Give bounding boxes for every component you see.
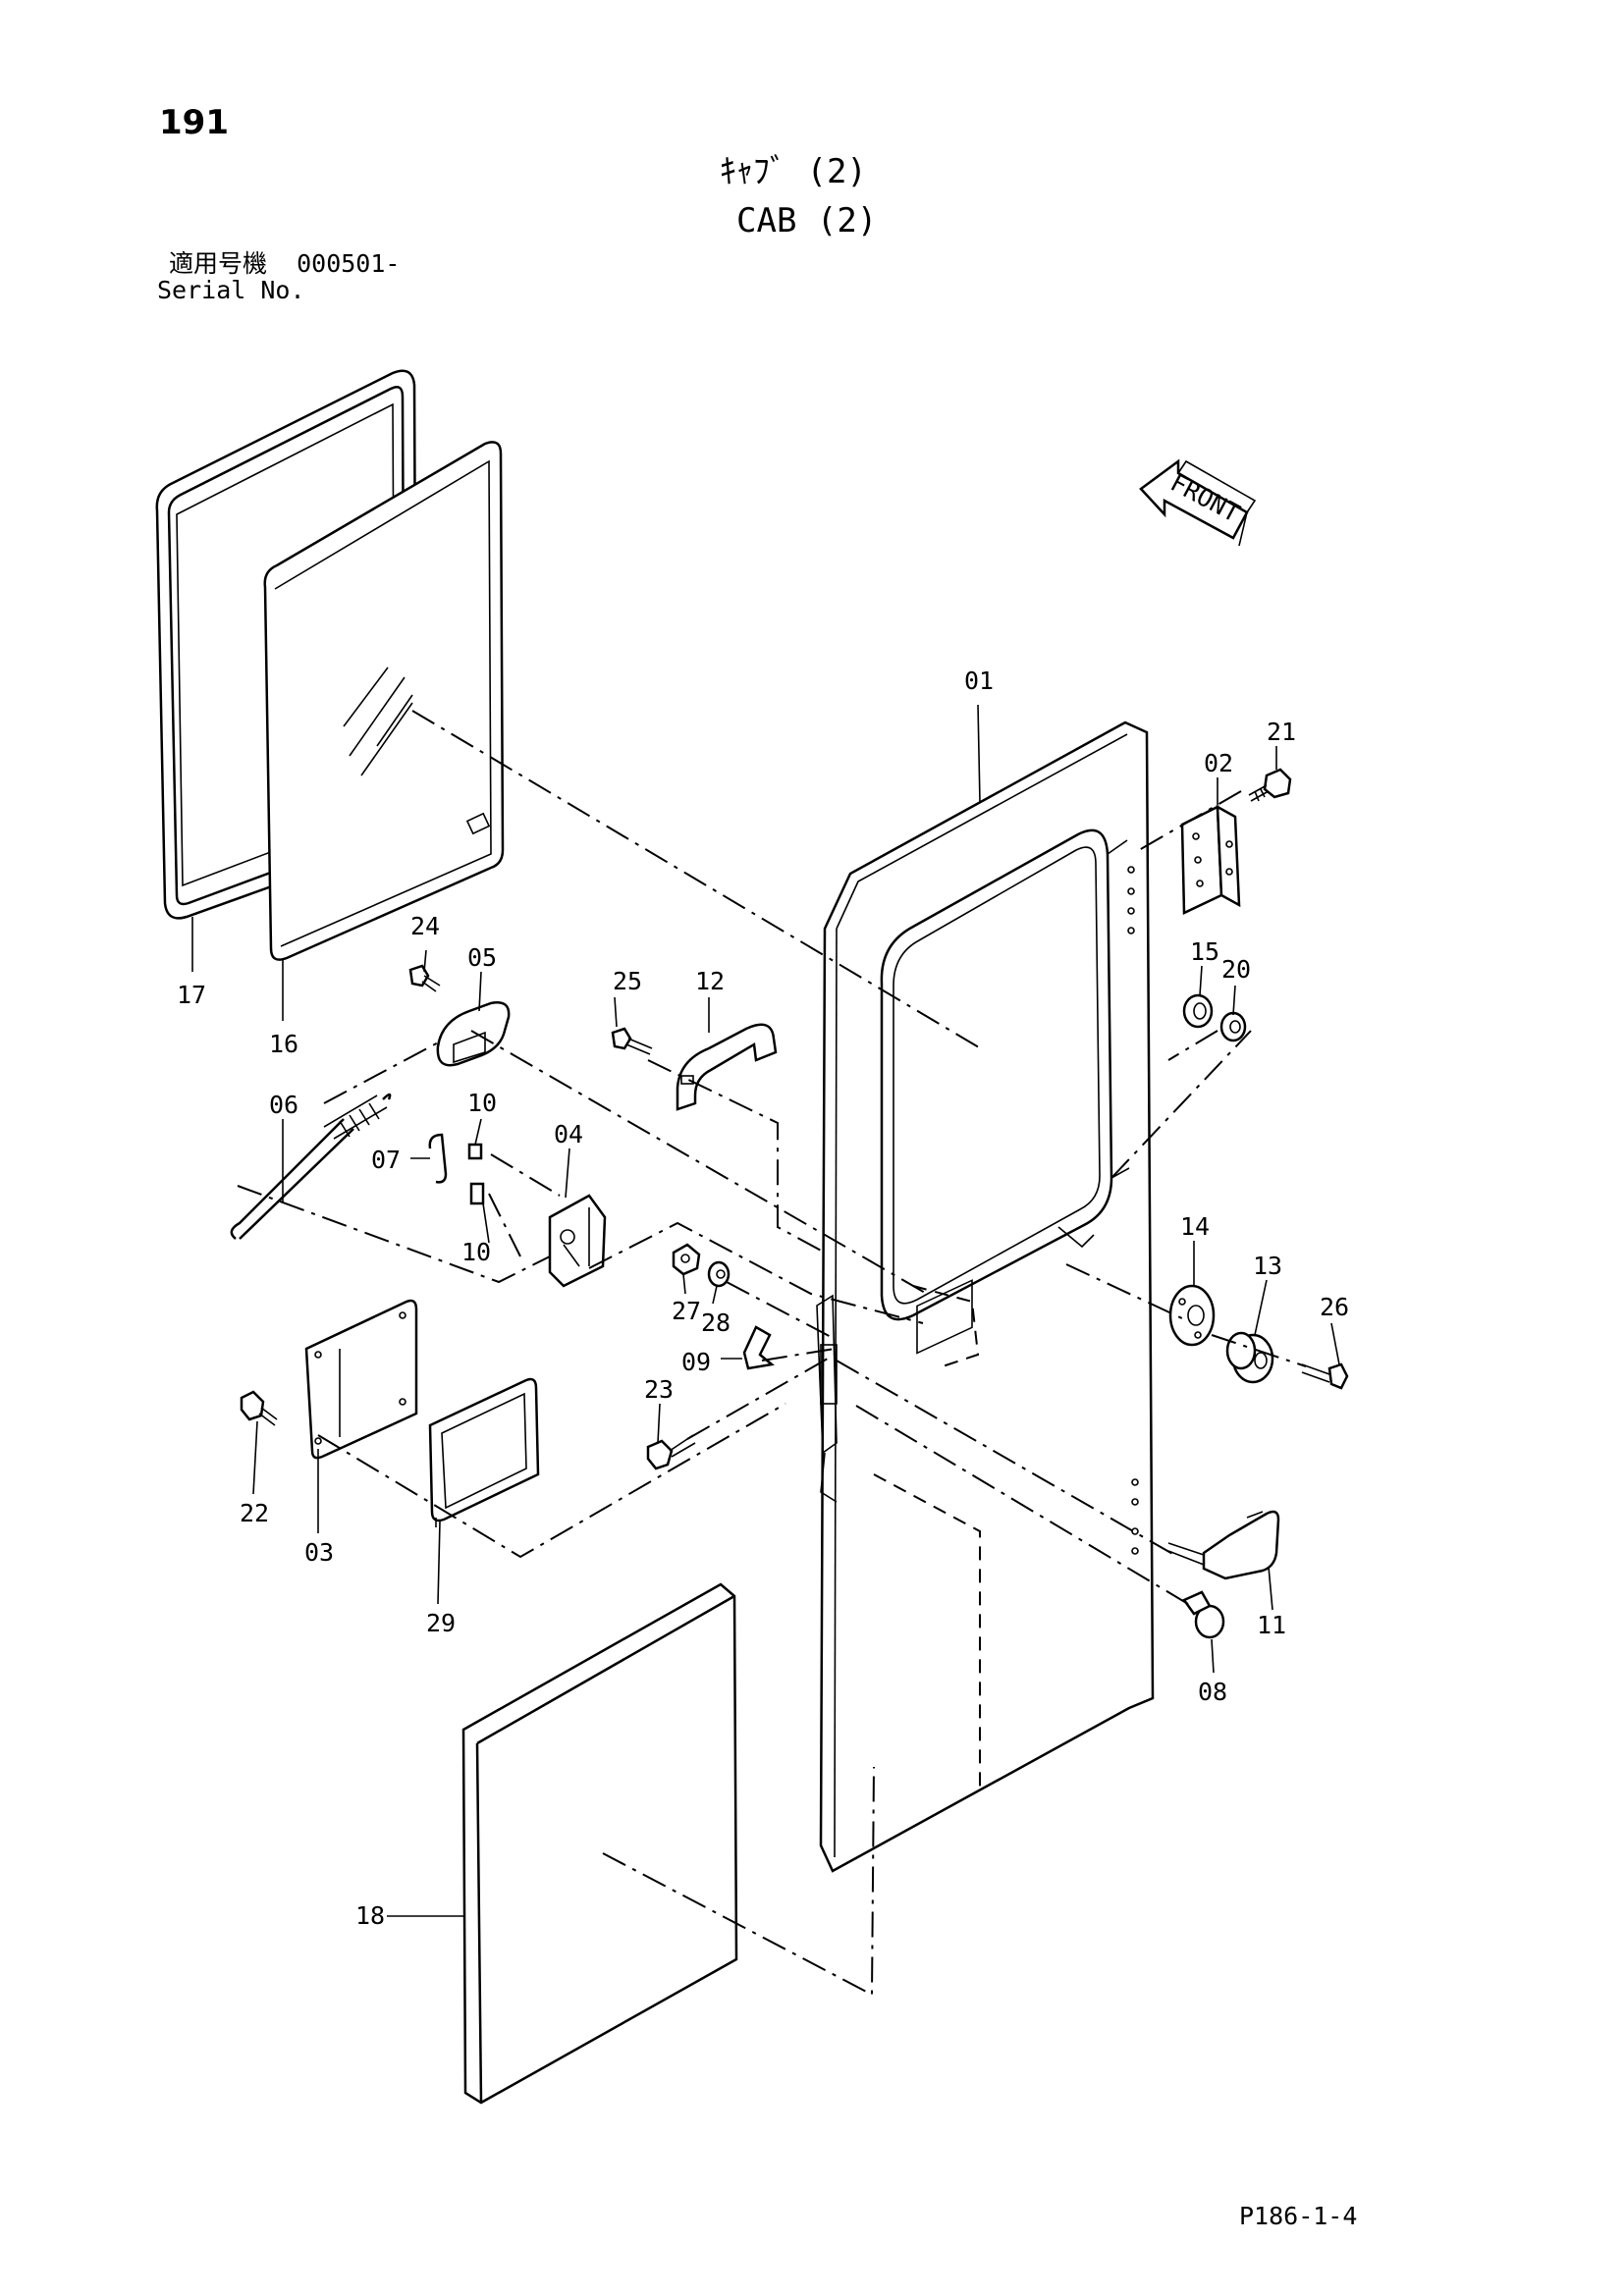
diagram-title-jp: ｷｬﾌﾞ (2): [720, 152, 867, 191]
leader-lines: [191, 704, 1340, 1917]
callout-24: 24: [410, 912, 440, 940]
bolt-23: [646, 1434, 696, 1470]
callout-02: 02: [1204, 749, 1233, 777]
front-arrow-icon: FRONT: [1139, 458, 1257, 547]
callout-13: 13: [1253, 1252, 1282, 1280]
callout-14: 14: [1180, 1212, 1210, 1241]
callout-16: 16: [269, 1030, 298, 1058]
callout-27: 27: [672, 1297, 701, 1325]
callout-11: 11: [1257, 1611, 1286, 1639]
assembly-lines: [237, 710, 1307, 1997]
cover-plate-03: [304, 1299, 418, 1460]
bolt-22: [240, 1390, 278, 1426]
washer-20: [1219, 1011, 1247, 1042]
page-number: 191: [159, 103, 229, 142]
callout-labels: 01 02 03 04 05 06 07 08 09 10 10 11 12 1…: [177, 667, 1349, 1930]
diagram-title-en: CAB (2): [736, 201, 878, 240]
serial-label-en: Serial No.: [157, 276, 305, 304]
callout-09: 09: [681, 1348, 711, 1376]
callout-15: 15: [1190, 937, 1219, 966]
rod-06: [230, 1093, 392, 1240]
clip-07: [428, 1133, 448, 1184]
nut-15: [1182, 993, 1214, 1029]
nut-27: [672, 1243, 701, 1276]
callout-23: 23: [644, 1375, 674, 1404]
door-panel-18: [461, 1582, 738, 2105]
washer-28: [707, 1260, 731, 1288]
screw-26: [1301, 1362, 1349, 1390]
plate-14: [1168, 1284, 1216, 1347]
callout-05: 05: [467, 943, 497, 972]
callout-12: 12: [695, 967, 725, 995]
window-glass-16: [263, 441, 505, 961]
callout-28: 28: [701, 1308, 731, 1337]
bolt-25: [611, 1027, 653, 1055]
callout-10-top: 10: [467, 1089, 497, 1117]
clip-10a: [467, 1143, 483, 1160]
callout-18: 18: [355, 1901, 385, 1930]
footer-code: P186-1-4: [1239, 2202, 1358, 2230]
bolt-21: [1248, 768, 1292, 802]
callout-26: 26: [1320, 1293, 1349, 1321]
callout-04: 04: [554, 1120, 583, 1148]
gasket-29: [428, 1377, 540, 1527]
callout-22: 22: [240, 1499, 269, 1527]
bolt-24: [408, 964, 441, 992]
callout-10-bottom: 10: [461, 1238, 491, 1266]
lock-assembly-04: [548, 1194, 607, 1288]
handle-11: [1167, 1510, 1280, 1580]
cylinder-13: [1225, 1331, 1274, 1384]
clip-10b: [469, 1182, 485, 1205]
callout-29: 29: [426, 1609, 456, 1637]
clip-09: [742, 1325, 775, 1370]
callout-21: 21: [1267, 718, 1296, 746]
callout-03: 03: [304, 1538, 334, 1567]
callout-07: 07: [371, 1146, 401, 1174]
grab-handle-12: [676, 1023, 778, 1111]
callout-01: 01: [964, 667, 994, 695]
cab-door-01: [816, 721, 1155, 1873]
pin-08: [1182, 1590, 1225, 1639]
hinge-02: [1180, 804, 1241, 915]
callout-06: 06: [269, 1091, 298, 1119]
serial-label-jp: 適用号機 000501-: [169, 249, 401, 278]
latch-05: [436, 1001, 511, 1067]
callout-20: 20: [1221, 955, 1251, 984]
callout-17: 17: [177, 981, 206, 1009]
callout-25: 25: [613, 967, 642, 995]
callout-08: 08: [1198, 1678, 1227, 1706]
